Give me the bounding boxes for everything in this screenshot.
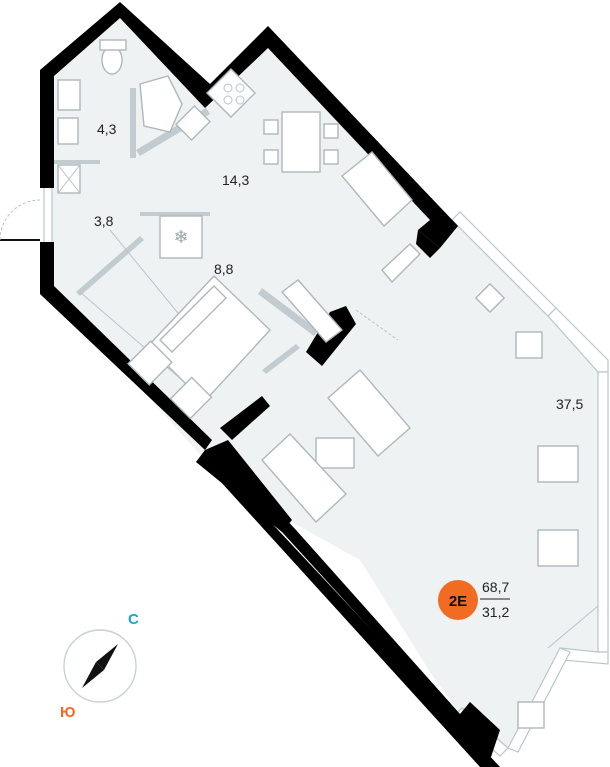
walls [40,2,500,767]
apartment-badge: 2E 68,7 31,2 [438,579,510,620]
bathroom-area-label: 4,3 [97,121,117,137]
floor-area [52,8,598,748]
compass-north-label: С [128,611,139,628]
living-area: 31,2 [482,604,509,620]
living-area-label: 37,5 [556,396,583,412]
window-left [43,184,53,246]
bathroom-fixtures [57,39,183,194]
entrance-door [0,199,41,241]
compass-needle-south [82,662,104,688]
living-furniture [261,282,599,729]
total-area: 68,7 [482,579,509,595]
bedroom-area-label: 8,8 [214,261,234,277]
apartment-type: 2E [449,593,467,610]
badge-circle [438,580,478,620]
bedroom-furniture [127,275,344,420]
kitchen-area-label: 14,3 [222,172,249,188]
hall-area-label: 3,8 [94,213,114,229]
kitchen-fixtures [175,67,421,284]
compass-needle-north [96,644,118,670]
compass-south-label: Ю [60,704,75,721]
snowflake-icon: ❄ [173,227,188,248]
compass: С Ю [60,611,139,721]
